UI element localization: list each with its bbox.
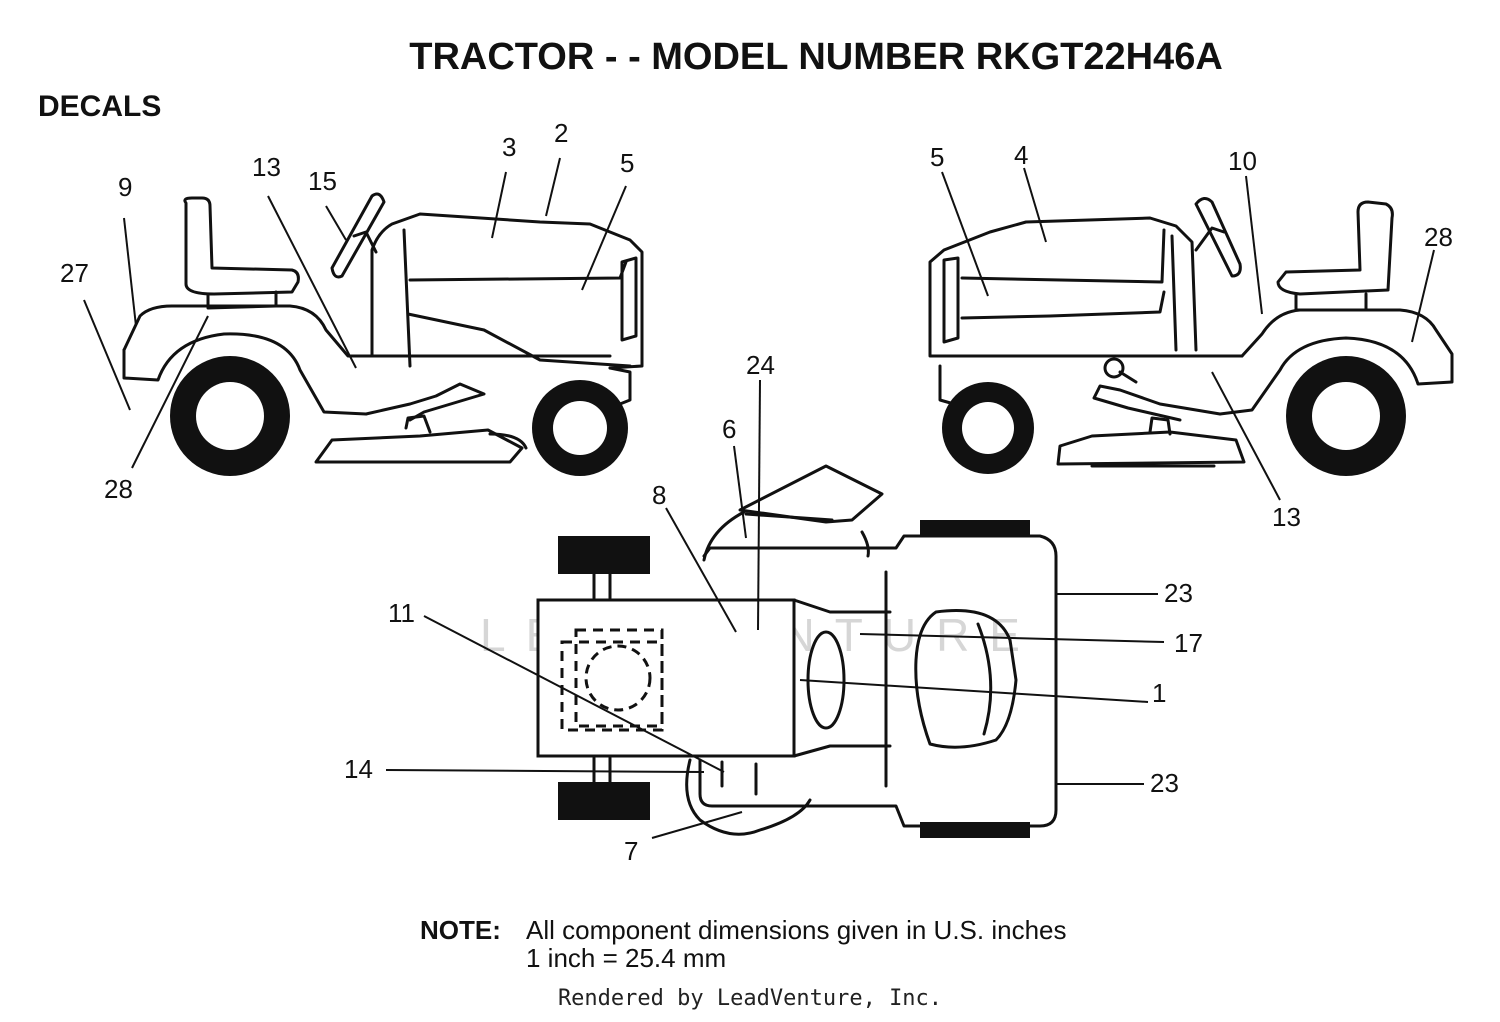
callout-right-5: 5: [930, 142, 944, 172]
top-view-tractor: 24 6 8 11 23 17 1 14 23 7: [344, 350, 1203, 866]
callout-left-9: 9: [118, 172, 132, 202]
callout-top-11: 11: [388, 598, 415, 628]
callout-left-3: 3: [502, 132, 516, 162]
callout-top-14: 14: [344, 754, 373, 784]
callout-top-17: 17: [1174, 628, 1203, 658]
page-title: TRACTOR - - MODEL NUMBER RKGT22H46A: [409, 36, 1223, 78]
callout-top-23a: 23: [1164, 578, 1193, 608]
callout-right-13: 13: [1272, 502, 1301, 532]
footer-credit: Rendered by LeadVenture, Inc.: [557, 986, 943, 1011]
callout-right-10: 10: [1228, 146, 1257, 176]
note-label: NOTE:: [420, 915, 501, 945]
callout-top-23b: 23: [1150, 768, 1179, 798]
callout-left-5: 5: [620, 148, 634, 178]
callout-top-7: 7: [624, 836, 638, 866]
left-side-tractor: 9 27 13 15 3 2 5 28: [60, 118, 644, 504]
section-heading: DECALS: [38, 90, 162, 123]
callout-top-6: 6: [722, 414, 736, 444]
right-side-tractor: 5 4 10 28 13: [928, 140, 1454, 532]
callout-top-1: 1: [1152, 678, 1166, 708]
callout-right-28: 28: [1424, 222, 1453, 252]
note-line-2: 1 inch = 25.4 mm: [526, 943, 727, 973]
callout-right-4: 4: [1014, 140, 1028, 170]
dimension-note: NOTE: All component dimensions given in U…: [420, 916, 1067, 972]
callout-top-8: 8: [652, 480, 666, 510]
callout-top-24: 24: [746, 350, 775, 380]
callout-left-15: 15: [308, 166, 337, 196]
callout-left-28: 28: [104, 474, 133, 504]
callout-left-27: 27: [60, 258, 89, 288]
callout-left-13: 13: [252, 152, 281, 182]
callout-left-2: 2: [554, 118, 568, 148]
note-line-1: All component dimensions given in U.S. i…: [526, 915, 1067, 945]
